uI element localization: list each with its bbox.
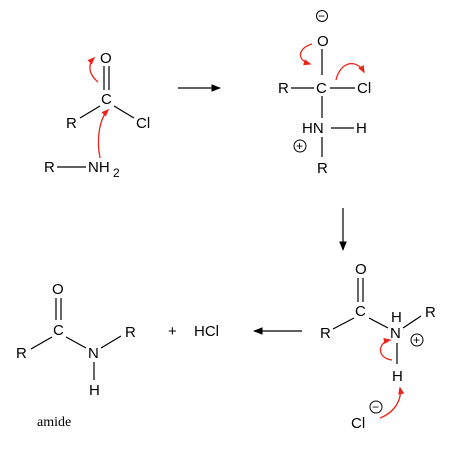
atom-cl: Cl	[357, 80, 371, 97]
atom-cl: Cl	[136, 115, 150, 132]
atom-h: H	[89, 382, 100, 399]
chloride-ion: Cl −	[351, 400, 383, 432]
minus-charge-icon	[369, 400, 383, 414]
tetrahedral-intermediate: − O R C Cl HN H + R	[278, 9, 371, 177]
atom-n: N	[88, 345, 99, 362]
plus-sign-between-products: +	[168, 323, 177, 340]
atom-o: O	[317, 33, 329, 50]
atom-hn: HN	[302, 120, 324, 137]
bond-c-n	[65, 336, 87, 349]
atom-h: H	[391, 309, 402, 326]
atom-nh: NH	[88, 159, 110, 176]
atom-r: R	[317, 160, 328, 177]
acid-chloride-molecule: O C R Cl	[66, 50, 150, 132]
atom-o: O	[355, 261, 367, 278]
minus-charge-icon	[316, 10, 328, 22]
curly-arrow-reform-carbonyl	[299, 43, 313, 66]
bond-c-r	[30, 336, 53, 350]
atom-c: C	[316, 80, 327, 97]
atom-h: H	[392, 368, 403, 385]
plus-sign: +	[413, 333, 420, 347]
atom-r: R	[16, 345, 27, 362]
atom-o: O	[52, 281, 64, 298]
atom-h: H	[356, 120, 367, 137]
curly-arrow-nh-bond-to-n	[379, 337, 393, 361]
atom-r: R	[125, 324, 136, 341]
bond-c-r	[79, 105, 101, 119]
hcl-product: HCl	[194, 323, 219, 340]
atom-n: N	[390, 325, 401, 342]
curly-arrow-chloride-leaving	[335, 62, 365, 81]
amide-product: O C R N R H amide	[16, 281, 136, 430]
bond-c-r	[332, 317, 355, 330]
atom-r: R	[278, 80, 289, 97]
atom-c: C	[101, 91, 112, 108]
protonated-amide: O C R H N R + H	[320, 261, 436, 385]
minus-sign: −	[318, 9, 325, 23]
minus-sign: −	[372, 400, 379, 414]
bond-n-r	[100, 335, 122, 349]
curly-arrow-lone-pair-attack	[97, 108, 110, 159]
subscript-2: 2	[113, 166, 120, 180]
atom-r: R	[320, 325, 331, 342]
curly-arrow-chloride-attack	[379, 386, 405, 419]
atom-r: R	[425, 304, 436, 321]
bond-c-cl	[113, 105, 135, 119]
plus-sign: +	[296, 139, 303, 153]
atom-cl: Cl	[351, 415, 365, 432]
amine-molecule: R NH 2	[44, 159, 120, 180]
atom-r: R	[44, 159, 55, 176]
atom-o: O	[100, 50, 112, 67]
atom-r: R	[66, 115, 77, 132]
bond-c-n	[368, 317, 389, 329]
plus-charge-icon	[293, 139, 307, 153]
bond-n-r	[402, 315, 422, 329]
amide-label: amide	[37, 415, 71, 430]
atom-c: C	[355, 303, 366, 320]
atom-c: C	[53, 322, 64, 339]
curly-arrow-pi-bond-to-oxygen	[87, 56, 99, 83]
plus-charge-icon	[410, 333, 424, 347]
